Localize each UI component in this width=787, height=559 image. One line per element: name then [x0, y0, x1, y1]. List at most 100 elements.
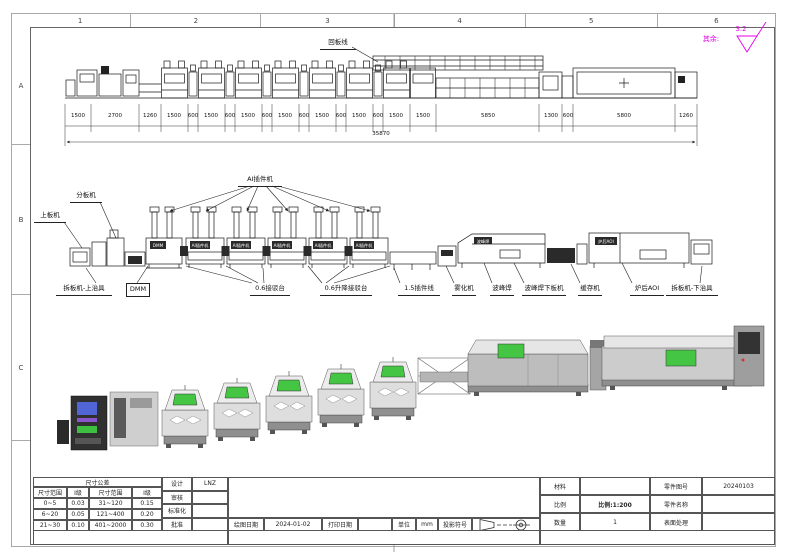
ai-machine-tag: AI插件机 — [274, 242, 291, 249]
tolerance-cell: 401~2000 — [89, 520, 132, 531]
bottom-strip-cell — [228, 531, 540, 545]
approve-value-cell — [192, 517, 228, 531]
notes-blank-cell — [228, 477, 540, 518]
label-conveyor-06: 0.6接驳台 — [250, 283, 290, 296]
bottom-strip-cell — [540, 531, 775, 545]
drawing-no-value-cell: 20240103 — [702, 477, 775, 495]
callout-loader: 上板机 — [34, 210, 66, 223]
tolerance-title-cell: 尺寸公差 — [33, 477, 162, 487]
sheet-outer-border — [11, 13, 776, 547]
aoi-tag: 炉后AOI — [598, 238, 614, 245]
bottom-strip-cell — [33, 531, 228, 545]
ai-machine-tag: AI插件机 — [356, 242, 373, 249]
dim-label: 1500 — [315, 113, 329, 119]
tolerance-cell: 31~120 — [89, 498, 132, 509]
approve-label-cell: 批准 — [162, 517, 192, 531]
dim-label: 600 — [372, 113, 384, 119]
projection-symbol-icon — [479, 519, 530, 531]
dim-label: 1260 — [679, 113, 693, 119]
label-depaneler-upper: 拆板机-上治具 — [56, 283, 112, 296]
dim-label: 1500 — [416, 113, 430, 119]
dim-label: 1300 — [544, 113, 558, 119]
dim-label: 1260 — [143, 113, 157, 119]
dim-label: 1500 — [167, 113, 181, 119]
plan-dimensions — [64, 104, 698, 146]
print-date-label-cell: 打印日期 — [322, 517, 358, 531]
tolerance-cell: 0.03 — [67, 498, 89, 509]
qty-value-cell: 1 — [580, 513, 650, 531]
tolerance-header: 尺寸范围 — [33, 487, 67, 498]
plan-view-drawing — [65, 46, 698, 99]
dim-label: 1500 — [389, 113, 403, 119]
dim-label: 5850 — [481, 113, 495, 119]
standardize-label-cell: 标准化 — [162, 504, 192, 518]
zone-row: C — [12, 294, 30, 439]
print-date-value-cell — [358, 517, 392, 531]
zone-row: B — [12, 144, 30, 294]
zone-row: A — [18, 81, 24, 90]
surface-note-label: 其余: — [702, 35, 720, 43]
qty-label-cell: 数量 — [540, 513, 580, 531]
callout-leaders — [63, 185, 703, 284]
design-value-cell: LNZ — [192, 477, 228, 491]
dim-label: 1500 — [352, 113, 366, 119]
tolerance-cell: 0.20 — [132, 509, 162, 520]
drawing-no-label-cell: 零件图号 — [650, 477, 702, 495]
label-dmm: DMM — [126, 283, 150, 297]
dmm-tag: DMM — [153, 243, 164, 248]
unit-value-cell: mm — [416, 517, 438, 531]
unit-label-cell: 单位 — [392, 517, 416, 531]
dim-label: 600 — [224, 113, 236, 119]
dim-label: 600 — [187, 113, 199, 119]
dim-label: 600 — [261, 113, 273, 119]
dim-label: 1500 — [71, 113, 85, 119]
zone-col: 1 — [77, 16, 83, 25]
surface-note-value: 3.2 — [735, 25, 747, 33]
tolerance-cell: 0.15 — [132, 498, 162, 509]
material-label-cell: 材料 — [540, 477, 580, 495]
elevation-view-drawing — [69, 206, 713, 270]
part-name-value-cell — [702, 495, 775, 513]
projection-label-cell: 投影符号 — [438, 517, 472, 531]
standardize-value-cell — [192, 504, 228, 518]
dim-label: 2700 — [108, 113, 122, 119]
draw-date-value-cell: 2024-01-02 — [264, 517, 322, 531]
dim-label: 5800 — [617, 113, 631, 119]
zone-row — [12, 439, 30, 545]
tolerance-header: I级 — [67, 487, 89, 498]
check-value-cell — [192, 490, 228, 504]
tolerance-cell: 0.05 — [67, 509, 89, 520]
label-atomizer: 雾化机 — [452, 283, 476, 296]
dim-label: 600 — [335, 113, 347, 119]
surface-label-cell: 表面处理 — [650, 513, 702, 531]
dim-label: 1500 — [241, 113, 255, 119]
part-name-label-cell: 零件名称 — [650, 495, 702, 513]
scale-label-cell: 比例 — [540, 495, 580, 513]
tolerance-cell: 6~20 — [33, 509, 67, 520]
label-wave-unloader: 波峰焊下板机 — [522, 283, 566, 296]
check-label-cell: 审核 — [162, 490, 192, 504]
surface-value-cell — [702, 513, 775, 531]
zone-col: 6 — [656, 14, 775, 27]
tolerance-cell: 121~400 — [89, 509, 132, 520]
label-lift-conveyor-06: 0.6升降接驳台 — [320, 283, 372, 296]
scale-value-cell: 比例:1:200 — [580, 495, 650, 513]
dim-label: 600 — [562, 113, 574, 119]
label-wave-solder: 波峰焊 — [490, 283, 514, 296]
ai-machine-tag: AI插件机 — [233, 242, 250, 249]
zone-col: 2 — [130, 14, 260, 27]
zone-col: 3 — [260, 14, 393, 27]
dim-label: 1500 — [278, 113, 292, 119]
label-buffer: 缓存机 — [578, 283, 602, 296]
label-depaneler-lower: 拆板机-下治具 — [666, 283, 718, 296]
callout-ai-machines: AI插件机 — [238, 174, 282, 187]
tolerance-cell: 0~5 — [33, 498, 67, 509]
isometric-view-drawing — [57, 325, 765, 451]
zone-col: 5 — [524, 14, 657, 27]
design-label-cell: 设计 — [162, 477, 192, 491]
material-value-cell — [580, 477, 650, 495]
projection-symbol-cell — [472, 517, 540, 531]
label-post-oven-aoi: 炉后AOI — [630, 283, 664, 296]
